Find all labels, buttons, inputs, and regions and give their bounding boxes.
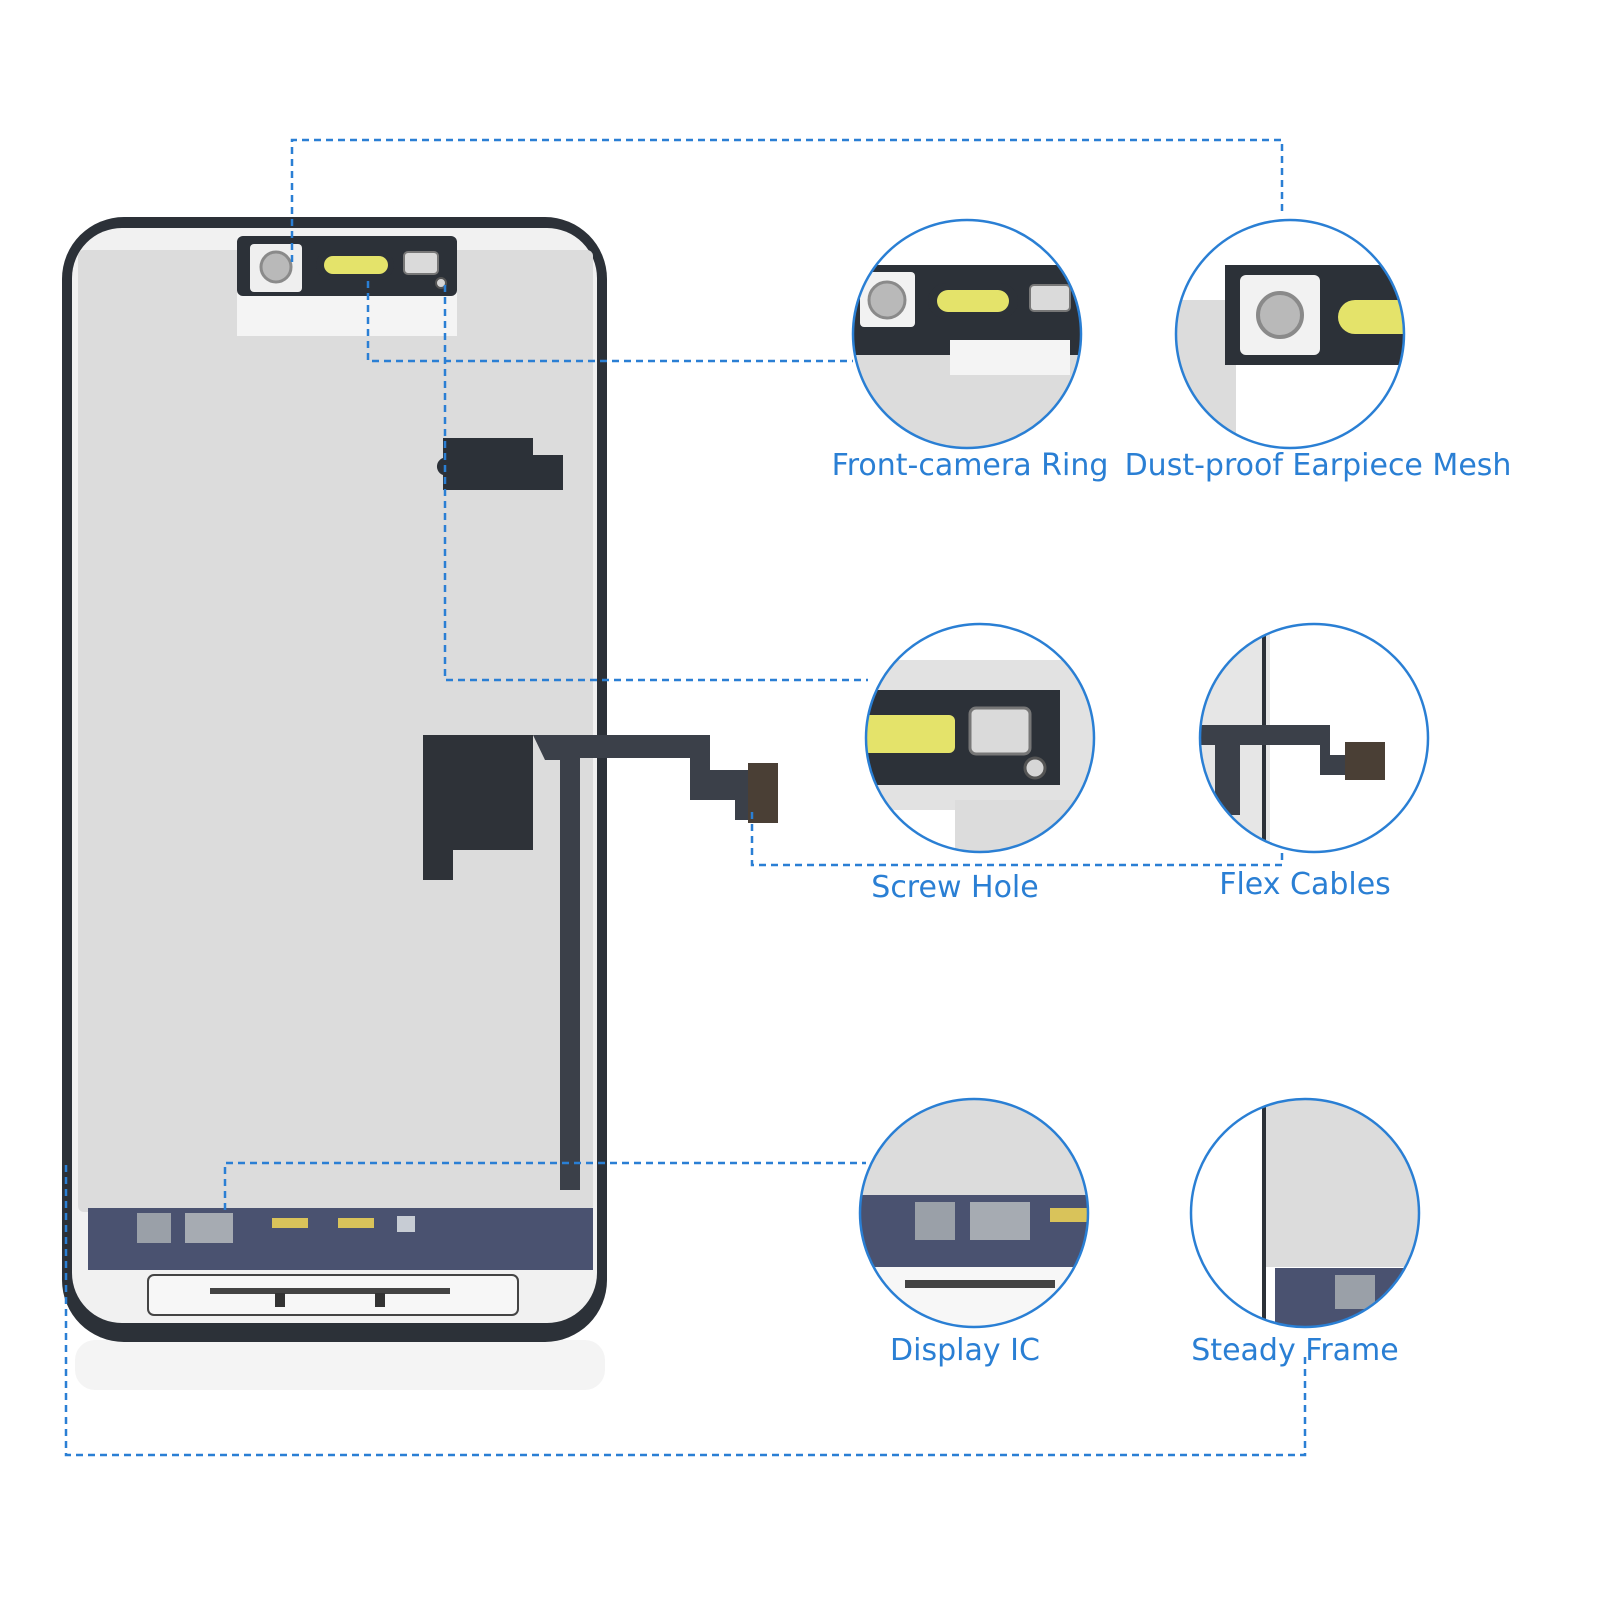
sensor-connector [403, 251, 439, 275]
bottom-bracket-bar [210, 1288, 450, 1294]
label-flex-cables: Flex Cables [1219, 867, 1391, 902]
phone-display-assembly [62, 217, 778, 1390]
zoom-circle-display-ic [858, 1097, 1090, 1329]
leader-camera-ring [366, 281, 853, 363]
zoom-circle-screw-hole [864, 622, 1096, 854]
label-display-ic: Display IC [890, 1333, 1040, 1368]
leader-screw-hole [443, 285, 868, 682]
sensor-tab [436, 438, 563, 490]
label-dust-proof-earpiece-mesh: Dust-proof Earpiece Mesh [1124, 448, 1512, 483]
zoom-circle-front-camera-ring [851, 218, 1083, 450]
leader-display-ic [223, 1161, 866, 1210]
qr-tag [397, 1216, 415, 1232]
label-front-camera-ring: Front-camera Ring [831, 448, 1109, 483]
bracket-clip-2 [375, 1293, 385, 1307]
leader-lines [64, 138, 1307, 1457]
zoom-circle-earpiece-mesh [1174, 218, 1406, 450]
leader-steady-frame [64, 1165, 1307, 1457]
label-screw-hole: Screw Hole [871, 870, 1039, 905]
leader-camera-to-mesh [290, 138, 1284, 262]
label-steady-frame: Steady Frame [1191, 1333, 1399, 1368]
bottom-bracket [147, 1274, 519, 1316]
zoom-circle-steady-frame [1189, 1097, 1421, 1329]
leader-flex-cables [750, 812, 1284, 867]
shield-plate [423, 735, 533, 880]
flex-cable [533, 735, 750, 1190]
ic-chip-1 [137, 1213, 171, 1243]
earpiece-mesh-icon [324, 256, 388, 274]
reflection [75, 1340, 605, 1390]
ic-contacts [272, 1218, 374, 1228]
screen-panel [78, 250, 593, 1212]
front-camera-ring-icon [259, 250, 293, 284]
bracket-clip-1 [275, 1293, 285, 1307]
zoom-circle-flex-cables [1198, 622, 1430, 854]
screw-hole-icon [435, 277, 447, 289]
ic-chip-2 [185, 1213, 233, 1243]
